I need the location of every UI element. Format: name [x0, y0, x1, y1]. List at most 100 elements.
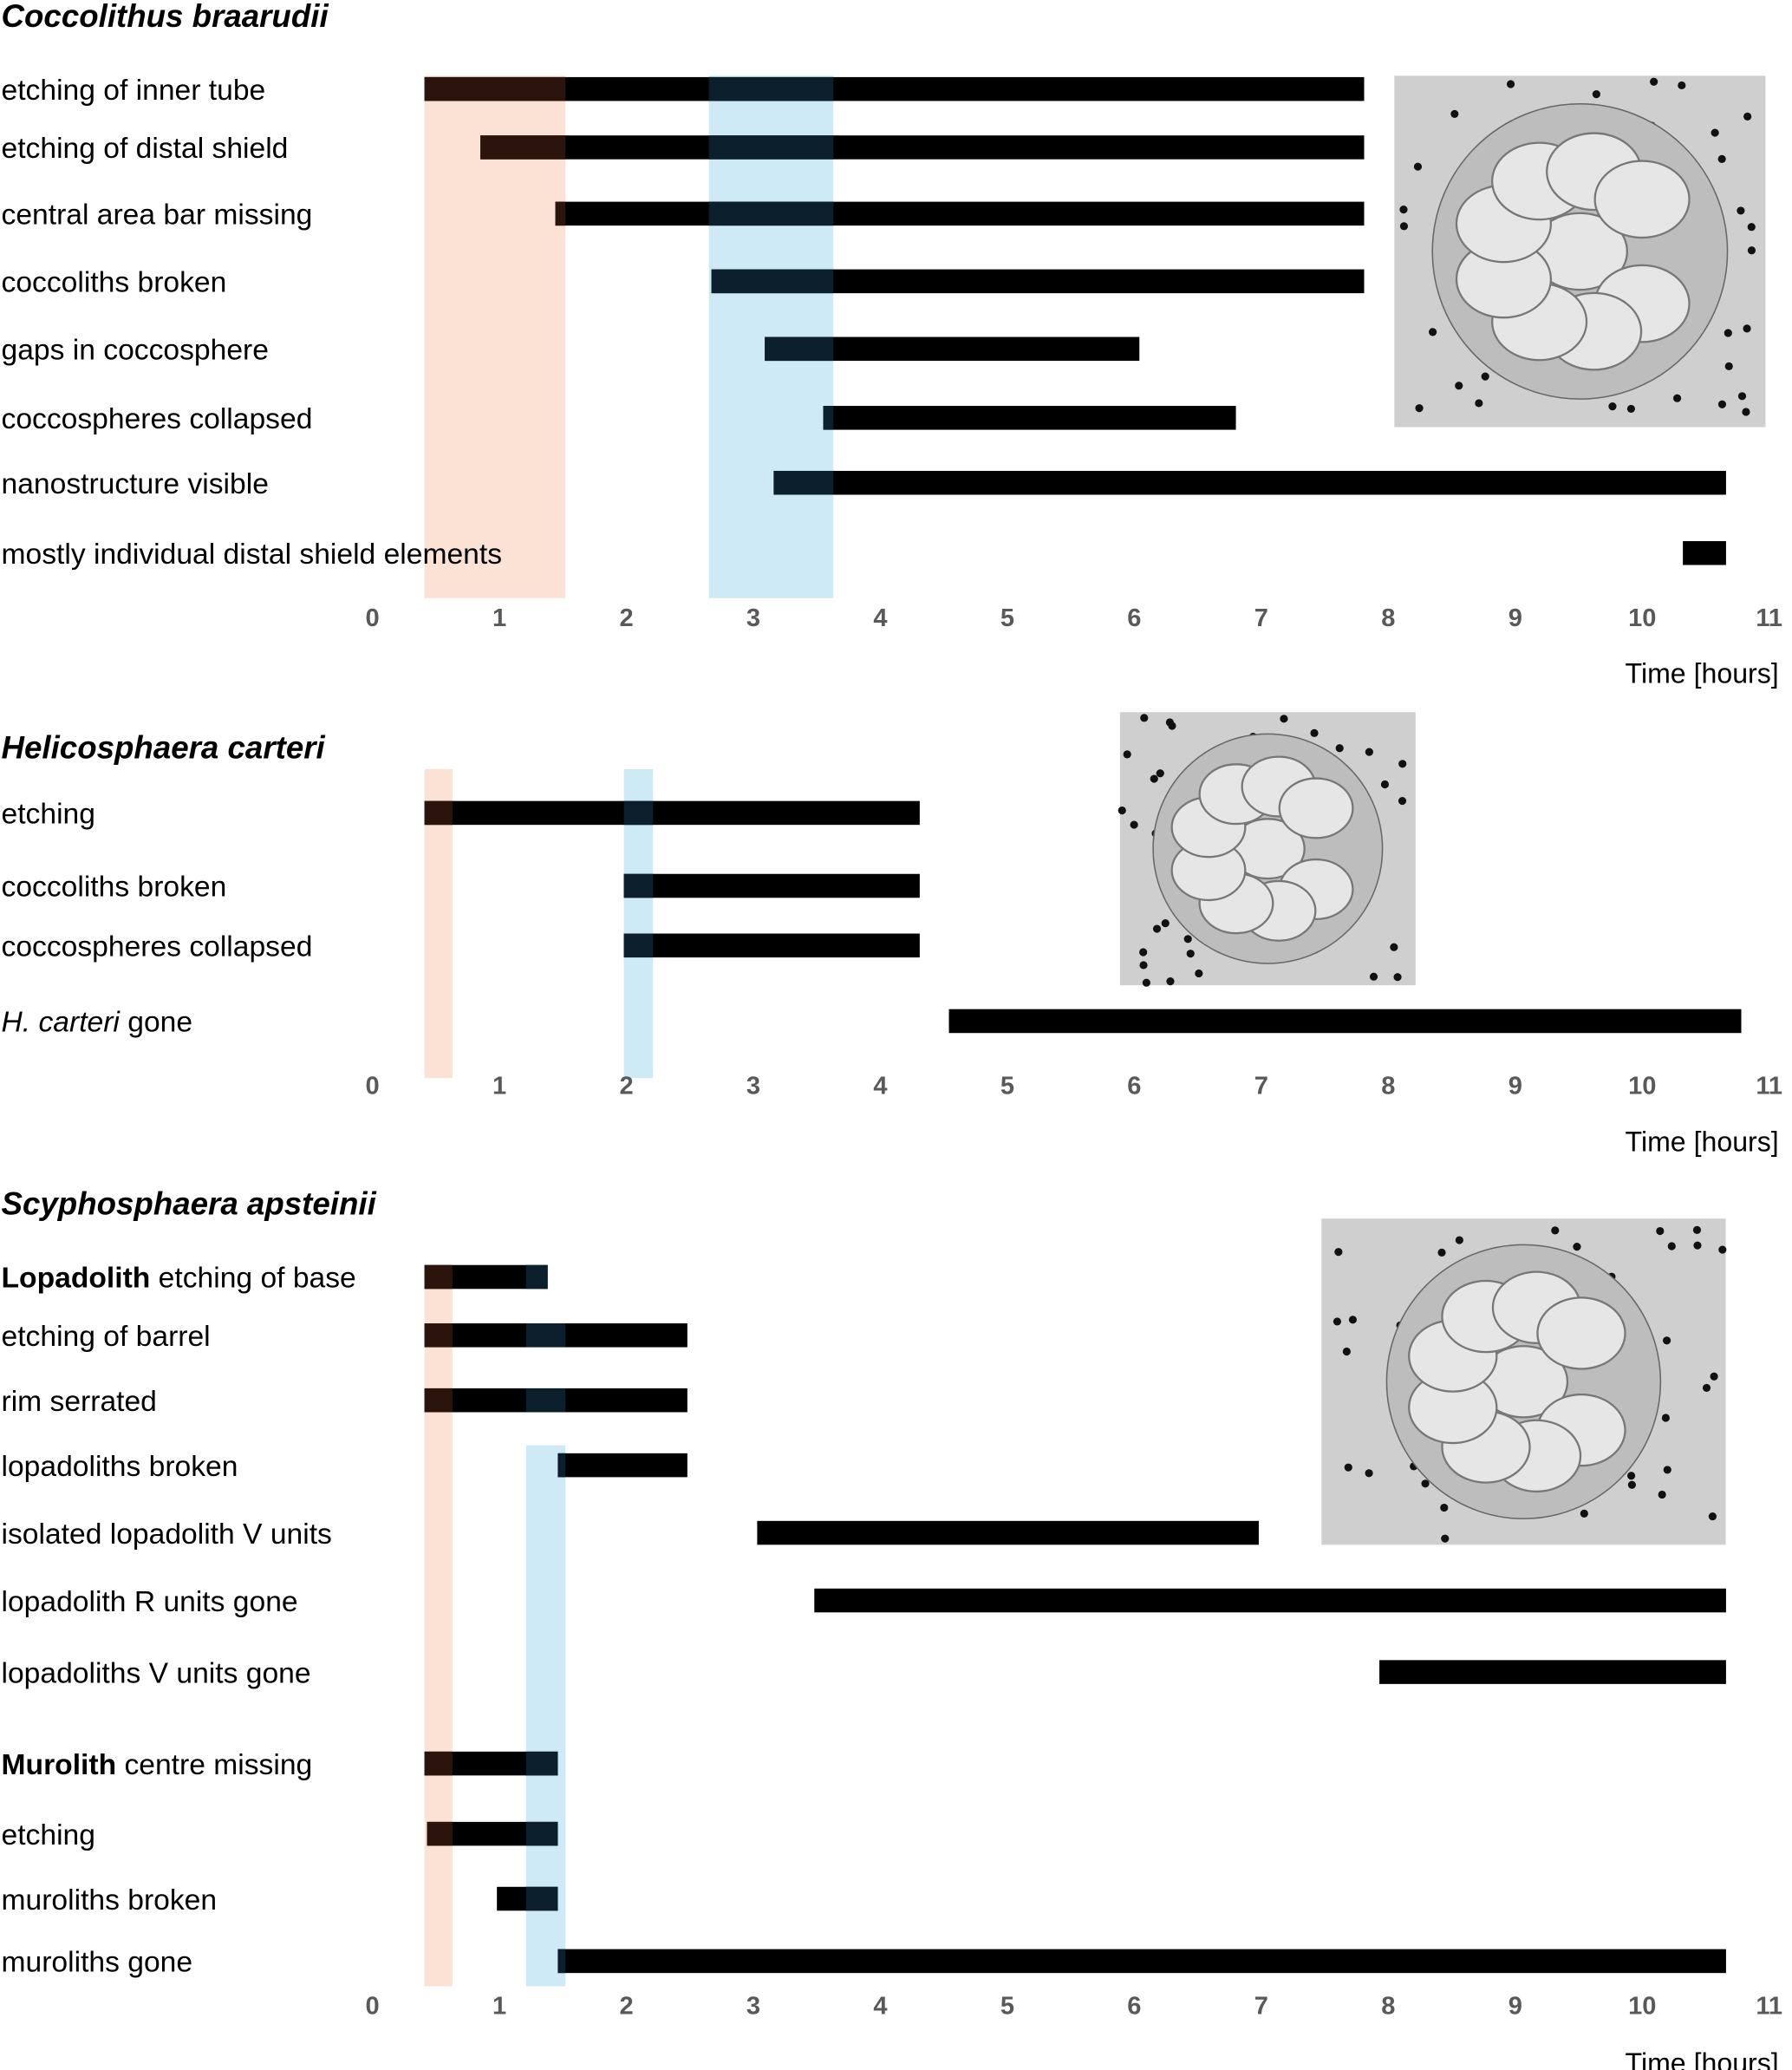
label-bold-part: Murolith [2, 1749, 117, 1781]
filter-pore [1398, 796, 1407, 806]
label-text: mostly individual distal shield elements [2, 539, 503, 571]
bar-band-overlap [525, 1821, 558, 1846]
x-tick-label: 0 [366, 604, 380, 632]
label-text: muroliths gone [2, 1947, 193, 1979]
row-label: etching of inner tube [2, 75, 266, 107]
row: lopadolith R units gone [2, 1586, 1726, 1618]
filter-pore [1708, 1512, 1717, 1521]
row-label: nanostructure visible [2, 468, 269, 500]
filter-pore [1310, 728, 1319, 737]
bar-band-overlap [424, 76, 566, 101]
row: Murolith centre missing [2, 1749, 558, 1781]
x-tick-label: 6 [1127, 604, 1141, 632]
filter-pore [1506, 80, 1515, 88]
x-tick-label: 0 [366, 1993, 380, 2021]
row-label: lopadoliths V units gone [2, 1657, 311, 1689]
filter-pore [1186, 950, 1195, 958]
filter-pore [1139, 948, 1148, 957]
row-label: rim serrated [2, 1386, 157, 1418]
duration-bar [480, 135, 1365, 160]
bar-band-overlap [427, 1821, 453, 1846]
filter-pore [1450, 109, 1459, 119]
label-text: etching of distal shield [2, 133, 289, 165]
label-text: nanostructure visible [2, 468, 269, 500]
bar-band-overlap [525, 1886, 558, 1911]
bar-band-overlap [424, 1388, 453, 1413]
filter-pore [1455, 1236, 1463, 1244]
x-axis-label: Time [hours] [1626, 1126, 1779, 1157]
row-label: muroliths gone [2, 1947, 193, 1979]
x-tick-label: 11 [1756, 1993, 1782, 2021]
x-tick-label: 2 [619, 1993, 633, 2021]
duration-bar [424, 76, 1365, 101]
filter-pore [1335, 744, 1344, 753]
filter-pore [1573, 1243, 1581, 1251]
filter-pore [1627, 1480, 1636, 1489]
filter-pore [1399, 206, 1408, 214]
bar-band-overlap [424, 1264, 453, 1290]
coccolith [1593, 160, 1691, 239]
filter-pore [1724, 362, 1733, 370]
x-tick-label: 10 [1628, 1993, 1656, 2021]
filter-pore [1475, 399, 1483, 408]
bar-band-overlap [525, 1751, 558, 1776]
filter-pore [1662, 1336, 1671, 1345]
filter-pore [1398, 760, 1407, 768]
filter-pore [1165, 718, 1174, 727]
bar-band-overlap [525, 1264, 548, 1290]
filter-pore [1140, 714, 1149, 722]
filter-pore [1156, 769, 1164, 778]
label-text: etching of inner tube [2, 75, 266, 107]
filter-pore [1348, 1316, 1357, 1324]
duration-bar [557, 1949, 1726, 1974]
sem-micrograph [1118, 712, 1416, 987]
row-label: lopadolith R units gone [2, 1586, 298, 1618]
row: mostly individual distal shield elements [2, 539, 1726, 571]
filter-pore [1737, 206, 1745, 215]
label-text: coccoliths broken [2, 267, 227, 299]
x-tick-label: 9 [1509, 1073, 1522, 1100]
coccolith [1278, 777, 1354, 839]
filter-pore [1717, 400, 1727, 408]
filter-pore [1166, 977, 1175, 986]
row: muroliths gone [2, 1947, 1726, 1979]
row: coccoliths broken [2, 872, 920, 904]
filter-pore [1678, 81, 1686, 90]
x-axis-label: Time [hours] [1626, 2047, 1779, 2070]
x-tick-label: 8 [1381, 604, 1395, 632]
row-label: muroliths broken [2, 1884, 218, 1917]
label-text: etching of barrel [2, 1321, 211, 1353]
row: coccospheres collapsed [2, 403, 1236, 435]
filter-pore [1393, 973, 1402, 982]
filter-pore [1142, 978, 1150, 987]
filter-pore [1481, 372, 1489, 381]
filter-pore [1693, 1241, 1702, 1250]
row-label: lopadoliths broken [2, 1451, 238, 1483]
x-tick-label: 2 [619, 1073, 633, 1100]
filter-pore [1123, 750, 1131, 759]
filter-pore [1711, 128, 1719, 137]
label-text: lopadoliths V units gone [2, 1657, 311, 1689]
x-tick-label: 8 [1381, 1073, 1395, 1100]
filter-pore [1344, 1463, 1352, 1472]
x-tick-label: 1 [492, 604, 506, 632]
label-text: etching [2, 1819, 95, 1851]
band-orange [424, 1266, 453, 1987]
filter-pore [1421, 1479, 1430, 1488]
row-label: coccoliths broken [2, 267, 227, 299]
filter-pore [1334, 1248, 1343, 1257]
x-tick-label: 10 [1628, 1073, 1656, 1100]
filter-pore [1152, 924, 1162, 933]
x-tick-label: 7 [1254, 1993, 1268, 2021]
filter-pore [1342, 1347, 1351, 1356]
filter-pore [1658, 1490, 1666, 1499]
filter-pore [1280, 715, 1288, 723]
row: etching of inner tube [2, 75, 1365, 107]
bar-band-overlap [623, 800, 654, 826]
x-tick-label: 4 [873, 1993, 887, 2021]
bar-band-overlap [424, 800, 453, 826]
row: central area bar missing [2, 199, 1365, 232]
x-tick-label: 1 [492, 1073, 506, 1100]
filter-pore [1718, 1245, 1727, 1254]
